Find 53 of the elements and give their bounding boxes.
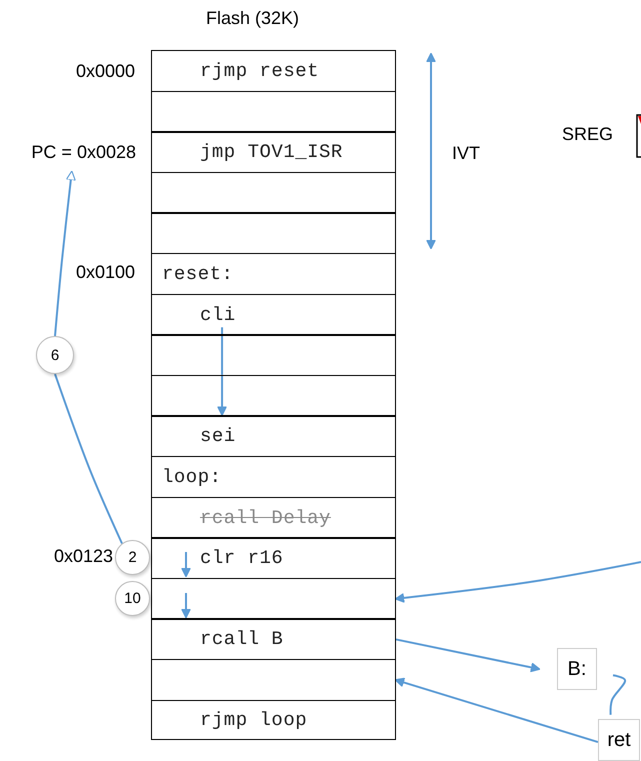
code-text: jmp TOV1_ISR [200,141,343,164]
code-text: loop: [162,466,222,488]
memory-row [151,659,396,702]
step-number-circle [36,336,74,374]
arrow [394,561,641,603]
memory-row [151,456,396,498]
memory-row [151,496,396,539]
code-text: rjmp reset [200,60,320,82]
diagram-title: Flash (32K) [206,8,300,29]
arrow [396,638,540,672]
memory-row [151,578,396,620]
memory-row [151,50,396,92]
code-box [598,719,640,761]
connector-line [54,374,123,544]
address-label: 0x0123 [54,546,113,567]
memory-row [151,172,396,214]
code-text: B: [568,658,586,680]
connector-line [221,327,224,336]
code-text: rjmp loop [200,708,308,731]
struck-code-text: rcall Delay [200,506,331,529]
step-number: 10 [124,590,141,607]
memory-row [151,212,396,254]
arrow [54,170,76,336]
register-label: SREG [562,124,614,145]
code-text: rcall B [200,628,284,650]
code-text: reset: [162,263,234,286]
code-text: clr r16 [200,547,284,570]
arrow [394,678,598,744]
memory-row [151,374,396,417]
memory-row [151,294,396,336]
step-number: 6 [50,346,60,364]
memory-row [151,537,396,580]
memory-row [151,253,396,296]
memory-row [151,90,396,133]
address-label: 0x0100 [76,262,135,283]
region-label: IVT [452,143,480,164]
code-box [557,648,597,690]
step-number-circle [115,581,150,616]
memory-row [151,700,396,740]
code-text: ret [607,728,631,752]
address-label: 0x0000 [76,61,135,82]
connector-line [221,334,224,375]
code-text: cli [200,304,236,326]
arrow [217,374,228,416]
connector-line [610,674,626,715]
code-text: sei [200,425,236,448]
step-number: 2 [128,549,137,566]
address-text: PC = 0x0028 [31,142,136,163]
memory-row [151,618,396,660]
memory-row [151,131,396,174]
memory-row [151,334,396,376]
step-number-circle [115,540,150,575]
memory-row [151,415,396,458]
